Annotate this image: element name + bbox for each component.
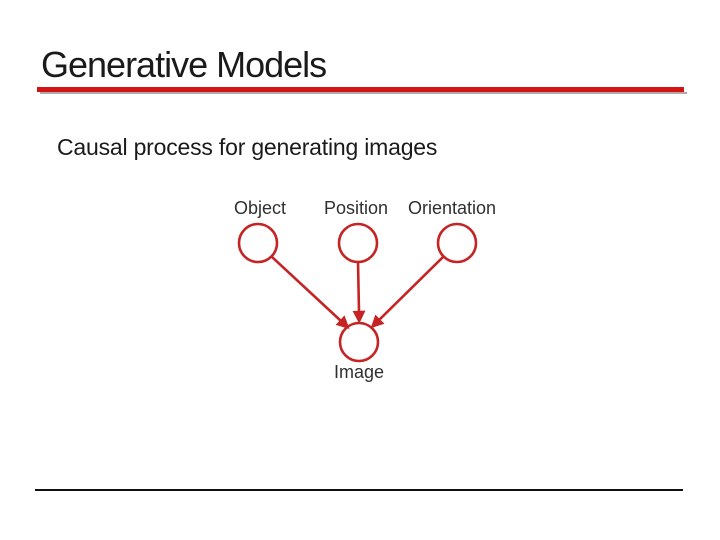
diagram-nodes xyxy=(237,222,478,363)
node-label-object: Object xyxy=(234,198,286,218)
slide-subtitle: Causal process for generating images xyxy=(57,134,438,160)
node-label-image: Image xyxy=(334,362,384,382)
node-circle-position xyxy=(337,222,379,264)
diagram-labels: Object Position Orientation Image xyxy=(234,198,496,382)
edge-object-to-image xyxy=(270,255,350,329)
node-circle-orientation xyxy=(436,222,478,264)
slide-title: Generative Models xyxy=(41,44,327,85)
node-label-position: Position xyxy=(324,198,388,218)
title-underline xyxy=(37,87,687,94)
causal-diagram: Object Position Orientation Image xyxy=(234,198,496,382)
title-underline-shadow xyxy=(40,92,687,94)
node-label-orientation: Orientation xyxy=(408,198,496,218)
node-circle-image xyxy=(338,321,380,363)
node-circle-object xyxy=(237,222,279,264)
edge-position-to-image xyxy=(352,261,366,324)
diagram-edges xyxy=(270,255,445,329)
edge-orientation-to-image xyxy=(370,255,445,329)
footer-rule xyxy=(35,489,683,491)
